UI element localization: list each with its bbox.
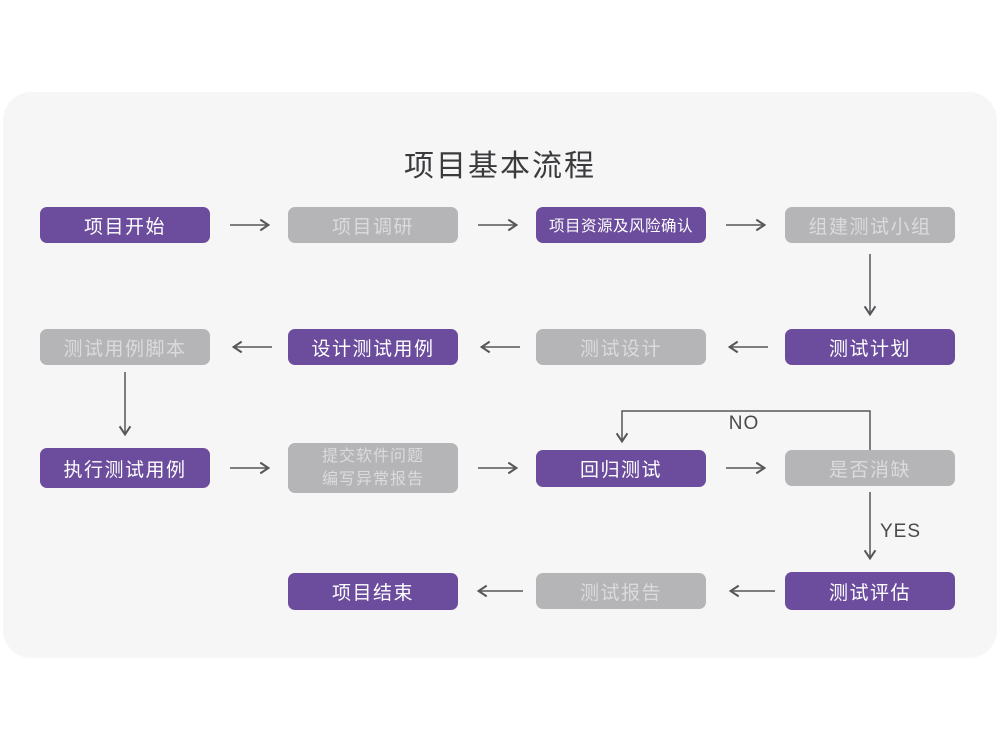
node-submit-issues-write-report: 提交软件问题 编写异常报告 <box>288 443 458 493</box>
node-test-case-scripts: 测试用例脚本 <box>40 329 210 365</box>
node-project-research: 项目调研 <box>288 207 458 243</box>
node-test-report: 测试报告 <box>536 573 706 609</box>
node-build-test-team: 组建测试小组 <box>785 207 955 243</box>
node-execute-test-cases: 执行测试用例 <box>40 448 210 488</box>
flowchart-card <box>3 92 997 658</box>
diagram-title: 项目基本流程 <box>404 150 596 183</box>
node-test-plan: 测试计划 <box>785 329 955 365</box>
node-design-test-cases: 设计测试用例 <box>288 329 458 365</box>
branch-label-no: NO <box>728 413 760 434</box>
node-test-design: 测试设计 <box>536 329 706 365</box>
node-project-end: 项目结束 <box>288 573 458 610</box>
node-regression-test: 回归测试 <box>536 450 706 487</box>
node-test-evaluation: 测试评估 <box>785 572 955 610</box>
branch-label-yes: YES <box>880 521 922 542</box>
node-project-resources-risk: 项目资源及风险确认 <box>536 207 706 243</box>
node-defect-cleared-decision: 是否消缺 <box>785 450 955 486</box>
node-project-start: 项目开始 <box>40 207 210 243</box>
